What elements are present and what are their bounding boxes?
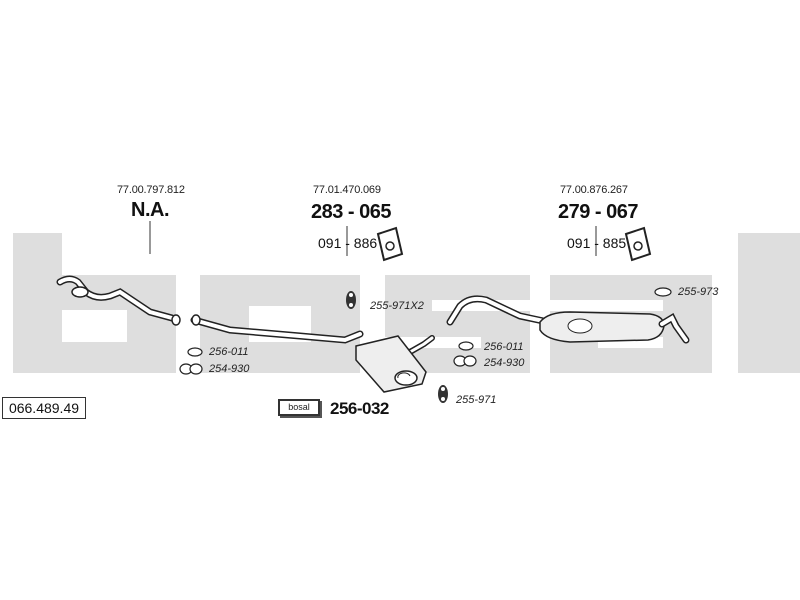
hanger-x2-icon bbox=[346, 291, 356, 309]
middle-silencer bbox=[355, 335, 427, 393]
rear-section bbox=[446, 295, 690, 344]
front-oem-number: 77.00.797.812 bbox=[117, 184, 185, 196]
rear-oem-number: 77.00.876.267 bbox=[560, 184, 628, 196]
gasket-front-icon bbox=[187, 347, 203, 357]
hanger-rear-label: 255-973 bbox=[678, 286, 719, 298]
mounting-kit-part-number: 256-032 bbox=[330, 399, 389, 418]
leader-lines bbox=[149, 221, 597, 256]
middle-gasket-label: 256-011 bbox=[484, 341, 524, 353]
middle-oem-number: 77.01.470.069 bbox=[313, 184, 381, 196]
hanger-rear-icon bbox=[654, 287, 672, 297]
front-na-label: N.A. bbox=[131, 199, 170, 221]
gasket-middle-icon bbox=[458, 341, 474, 351]
middle-part-number: 283 - 065 bbox=[311, 201, 392, 223]
rear-silencer bbox=[539, 311, 665, 343]
rear-bracket-number: 091 - 885 bbox=[567, 235, 627, 251]
bracket-091-885-icon bbox=[624, 226, 652, 262]
hanger-mid-label: 255-971 bbox=[456, 394, 497, 406]
middle-bracket-number: 091 - 886 bbox=[318, 235, 378, 251]
watermark-letter-o bbox=[200, 275, 360, 373]
watermark-letter-b bbox=[13, 233, 176, 373]
front-gasket-label: 256-011 bbox=[209, 346, 249, 358]
middle-section bbox=[190, 314, 435, 393]
bracket-091-886-icon bbox=[376, 226, 404, 262]
hanger-icons bbox=[346, 291, 448, 403]
front-pipe bbox=[56, 275, 181, 326]
hanger-x2-label: 255-971X2 bbox=[370, 300, 424, 312]
reference-number: 066.489.49 bbox=[2, 397, 86, 419]
small-parts-icons bbox=[179, 287, 672, 375]
middle-clamp-label: 254-930 bbox=[484, 357, 525, 369]
hanger-mid-icon bbox=[438, 385, 448, 403]
rear-part-number: 279 - 067 bbox=[558, 201, 639, 223]
mounting-kit-logo: bosal bbox=[278, 399, 320, 416]
watermark-letter-l bbox=[738, 233, 800, 373]
front-clamp-label: 254-930 bbox=[209, 363, 250, 375]
